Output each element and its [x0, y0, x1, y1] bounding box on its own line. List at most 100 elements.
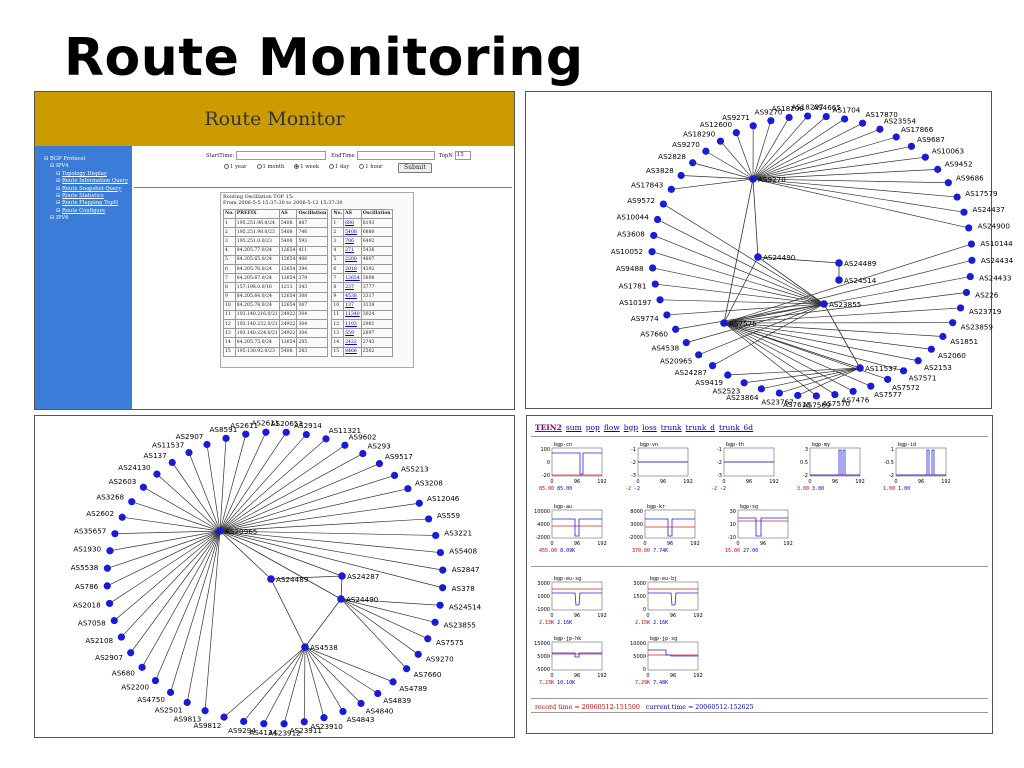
as-node[interactable]: [117, 633, 125, 641]
as-node[interactable]: [390, 471, 399, 480]
as-node[interactable]: [339, 707, 347, 716]
sidebar-item[interactable]: ⊟ IPV6: [38, 215, 132, 222]
tree-toggle-icon[interactable]: ⊟: [44, 156, 50, 162]
as-node[interactable]: [682, 339, 690, 347]
nav-link[interactable]: trunk: [660, 423, 682, 432]
hub-node[interactable]: [267, 575, 275, 583]
as-node[interactable]: [425, 515, 433, 523]
as-node[interactable]: [389, 678, 397, 686]
as-node[interactable]: [322, 435, 330, 443]
table-cell[interactable]: 2422: [343, 337, 362, 348]
tree-toggle-icon[interactable]: ⊟: [56, 193, 62, 200]
as-node[interactable]: [402, 665, 411, 673]
as-node[interactable]: [651, 280, 659, 288]
radio-button[interactable]: [294, 164, 300, 169]
as-node[interactable]: [242, 430, 250, 438]
as-node[interactable]: [220, 713, 228, 721]
as-node[interactable]: [757, 385, 765, 393]
hub-node[interactable]: [820, 300, 828, 308]
period-option[interactable]: 1 week: [294, 164, 319, 170]
as-node[interactable]: [374, 689, 382, 698]
hub-node[interactable]: [856, 364, 864, 372]
as-node[interactable]: [260, 720, 268, 728]
table-cell[interactable]: 2200: [343, 254, 362, 265]
as-node[interactable]: [914, 357, 922, 365]
as-node[interactable]: [138, 663, 146, 671]
as-node[interactable]: [884, 375, 892, 383]
as-node[interactable]: [166, 688, 175, 696]
as-node[interactable]: [867, 382, 875, 390]
as-node[interactable]: [201, 707, 209, 715]
as-node[interactable]: [648, 248, 656, 256]
hub-node[interactable]: [337, 595, 345, 603]
nav-link[interactable]: bgp: [623, 423, 639, 432]
start-time-input[interactable]: [236, 151, 327, 160]
hub-node[interactable]: [754, 253, 762, 261]
as-node[interactable]: [956, 304, 965, 312]
table-cell[interactable]: 680: [343, 217, 362, 229]
as-node[interactable]: [414, 650, 422, 658]
as-node[interactable]: [648, 264, 657, 272]
as-node[interactable]: [439, 566, 447, 574]
submit-button[interactable]: Submit: [398, 163, 432, 173]
as-node[interactable]: [953, 193, 961, 201]
as-node[interactable]: [375, 460, 384, 468]
hub-node[interactable]: [835, 259, 843, 267]
as-node[interactable]: [203, 440, 211, 449]
as-node[interactable]: [966, 272, 974, 281]
as-node[interactable]: [282, 428, 290, 436]
as-node[interactable]: [672, 325, 680, 333]
as-node[interactable]: [183, 698, 191, 707]
as-node[interactable]: [962, 288, 971, 297]
radio-button[interactable]: [256, 164, 262, 169]
as-node[interactable]: [153, 470, 161, 478]
sidebar-item[interactable]: ⊟ Route Statistics: [38, 193, 132, 200]
as-node[interactable]: [785, 113, 793, 122]
radio-button[interactable]: [224, 164, 229, 169]
table-cell[interactable]: 2018: [343, 263, 362, 275]
as-node[interactable]: [103, 582, 111, 590]
nav-link[interactable]: TEIN2: [535, 423, 562, 432]
end-time-input[interactable]: [356, 151, 435, 160]
tree-toggle-icon[interactable]: ⊟: [50, 215, 56, 222]
as-node[interactable]: [302, 430, 310, 439]
tree-toggle-icon[interactable]: ⊟: [56, 170, 62, 177]
nav-link[interactable]: trunk_d: [685, 423, 715, 432]
as-node[interactable]: [876, 125, 884, 133]
as-node[interactable]: [650, 231, 658, 240]
tree-toggle-icon[interactable]: ⊟: [56, 207, 62, 214]
as-node[interactable]: [944, 179, 952, 187]
as-node[interactable]: [939, 332, 947, 341]
tree-toggle-icon[interactable]: ⊟: [56, 200, 62, 207]
nav-link[interactable]: sum: [565, 423, 582, 432]
tree-toggle-icon[interactable]: ⊟: [56, 185, 62, 192]
sidebar-item[interactable]: ⊟ IPV4: [38, 163, 132, 170]
as-node[interactable]: [732, 129, 740, 137]
table-cell[interactable]: 559: [343, 328, 362, 339]
as-node[interactable]: [432, 531, 440, 540]
as-node[interactable]: [240, 717, 248, 726]
as-node[interactable]: [812, 392, 820, 400]
period-option[interactable]: 1 hour: [359, 164, 383, 170]
as-node[interactable]: [804, 112, 812, 120]
hub-node[interactable]: [749, 175, 757, 183]
as-node[interactable]: [708, 362, 717, 370]
table-cell[interactable]: 271: [343, 245, 362, 256]
as-node[interactable]: [899, 367, 908, 375]
as-node[interactable]: [967, 240, 976, 248]
as-node[interactable]: [106, 547, 114, 555]
hub-node[interactable]: [301, 643, 309, 651]
as-node[interactable]: [927, 345, 935, 353]
as-node[interactable]: [934, 165, 942, 173]
as-node[interactable]: [110, 616, 118, 625]
as-node[interactable]: [960, 208, 968, 216]
as-node[interactable]: [794, 391, 802, 400]
tree-toggle-icon[interactable]: ⊟: [56, 178, 62, 185]
hub-node[interactable]: [720, 319, 728, 327]
topn-input[interactable]: 15: [454, 151, 471, 160]
table-cell[interactable]: 4538: [343, 291, 362, 302]
as-node[interactable]: [663, 311, 671, 319]
as-node[interactable]: [439, 584, 447, 592]
as-node[interactable]: [968, 256, 976, 264]
sidebar-item[interactable]: ⊟ BGP Protocol: [38, 156, 132, 163]
